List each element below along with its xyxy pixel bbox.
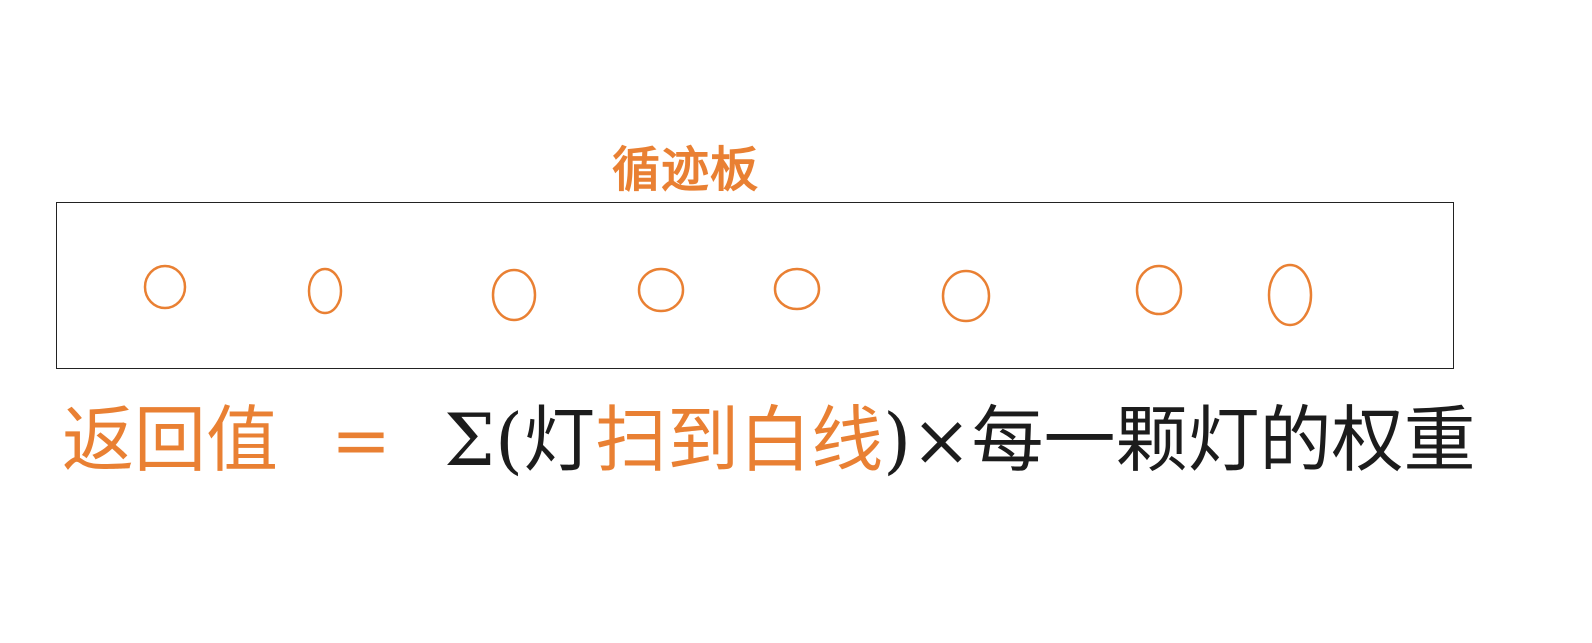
sensor-light-7 (1135, 264, 1183, 316)
sensor-light-8 (1267, 263, 1313, 327)
return-value-formula: 返回值 = Σ(灯扫到白线)×每一颗灯的权重 (62, 392, 1476, 488)
sensor-light-2 (307, 267, 343, 315)
formula-return-value: 返回值 (62, 398, 279, 482)
formula-on-white-line: 扫到白线 (595, 398, 884, 482)
sensor-light-6 (941, 269, 991, 323)
sensor-light-4 (637, 267, 685, 313)
sensor-light-5 (773, 267, 821, 311)
formula-equals: = (330, 398, 392, 482)
tracking-board (56, 202, 1454, 369)
board-title: 循迹板 (612, 142, 760, 198)
formula-sum-lights: Σ(灯 (444, 398, 596, 482)
formula-times-weight: )×每一颗灯的权重 (883, 398, 1476, 482)
sensor-light-1 (143, 264, 187, 310)
sensor-light-3 (491, 268, 537, 322)
